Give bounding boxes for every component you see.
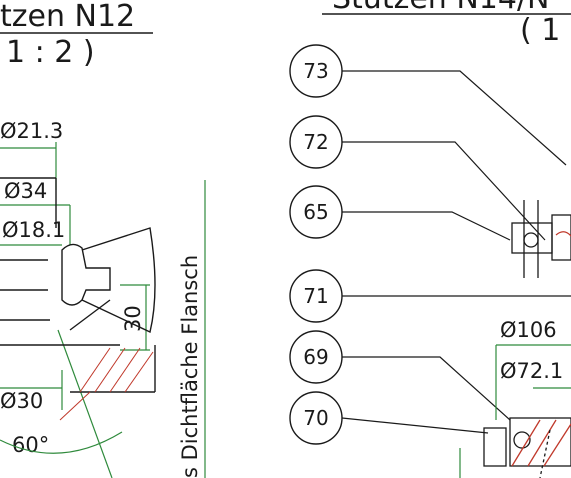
dim-d72: Ø72.1 bbox=[500, 359, 563, 383]
hatch-line bbox=[543, 423, 571, 467]
right-view: Stutzen N14/N ( 1 Ø106 Ø72.1 73 72 65 71… bbox=[289, 0, 571, 478]
leader-65 bbox=[342, 211, 511, 241]
o-ring bbox=[513, 431, 531, 449]
leader-lines bbox=[341, 70, 571, 434]
dim-d34: Ø34 bbox=[4, 179, 47, 203]
ring-left bbox=[483, 427, 507, 467]
right-dimension-lines bbox=[459, 344, 571, 478]
left-dimension-lines bbox=[0, 142, 206, 478]
center-dash bbox=[539, 429, 551, 478]
side-label: s Dichtfläche Flansch bbox=[178, 255, 202, 478]
dim-d106: Ø106 bbox=[500, 318, 557, 342]
left-part-outline bbox=[0, 177, 156, 393]
leader-72 bbox=[342, 141, 546, 241]
leader-69 bbox=[342, 356, 511, 421]
bubble-label: 71 bbox=[303, 284, 328, 308]
bubble-73: 73 bbox=[289, 44, 343, 98]
seal-profile bbox=[555, 231, 571, 237]
angle-leg bbox=[57, 329, 113, 478]
bubble-label: 65 bbox=[303, 200, 328, 224]
left-hatching bbox=[59, 347, 154, 421]
seal-ring bbox=[61, 243, 111, 306]
ring-body bbox=[509, 417, 571, 467]
dim-d30: Ø30 bbox=[0, 389, 43, 413]
left-title: tzen N12 bbox=[0, 0, 135, 34]
left-view: tzen N12 1 : 2 ) Ø21.3 Ø34 Ø18.1 Ø30 60°… bbox=[0, 0, 206, 478]
flange-cone bbox=[81, 227, 156, 334]
hatch-line bbox=[59, 391, 91, 421]
flange-body bbox=[551, 214, 571, 261]
dim-d18: Ø18.1 bbox=[2, 218, 65, 242]
bubble-label: 72 bbox=[303, 130, 328, 154]
leader-70 bbox=[341, 417, 489, 434]
right-lower-part bbox=[483, 417, 571, 478]
flange-block bbox=[511, 222, 553, 254]
bubble-71: 71 bbox=[289, 269, 343, 323]
bubble-70: 70 bbox=[289, 391, 343, 445]
hatch-line bbox=[109, 347, 141, 393]
right-title: Stutzen N14/N bbox=[332, 0, 550, 16]
bubble-label: 69 bbox=[303, 345, 328, 369]
left-scale: 1 : 2 ) bbox=[6, 35, 95, 70]
hatch-line bbox=[94, 347, 126, 393]
bubble-69: 69 bbox=[289, 330, 343, 384]
bolt-hole bbox=[523, 232, 539, 248]
hatch-line bbox=[511, 419, 541, 467]
dim-d21: Ø21.3 bbox=[0, 119, 63, 143]
right-upper-part bbox=[511, 200, 571, 278]
dim-leader bbox=[69, 299, 111, 331]
right-scale: ( 1 bbox=[520, 13, 560, 48]
leader-73 bbox=[342, 70, 567, 166]
bubble-label: 73 bbox=[303, 59, 328, 83]
bubble-72: 72 bbox=[289, 115, 343, 169]
bubble-65: 65 bbox=[289, 185, 343, 239]
hatch-line bbox=[79, 347, 111, 393]
hatch-line bbox=[124, 351, 154, 393]
bubble-label: 70 bbox=[303, 406, 328, 430]
angle-arc bbox=[0, 431, 123, 454]
hatch-line bbox=[527, 419, 557, 467]
